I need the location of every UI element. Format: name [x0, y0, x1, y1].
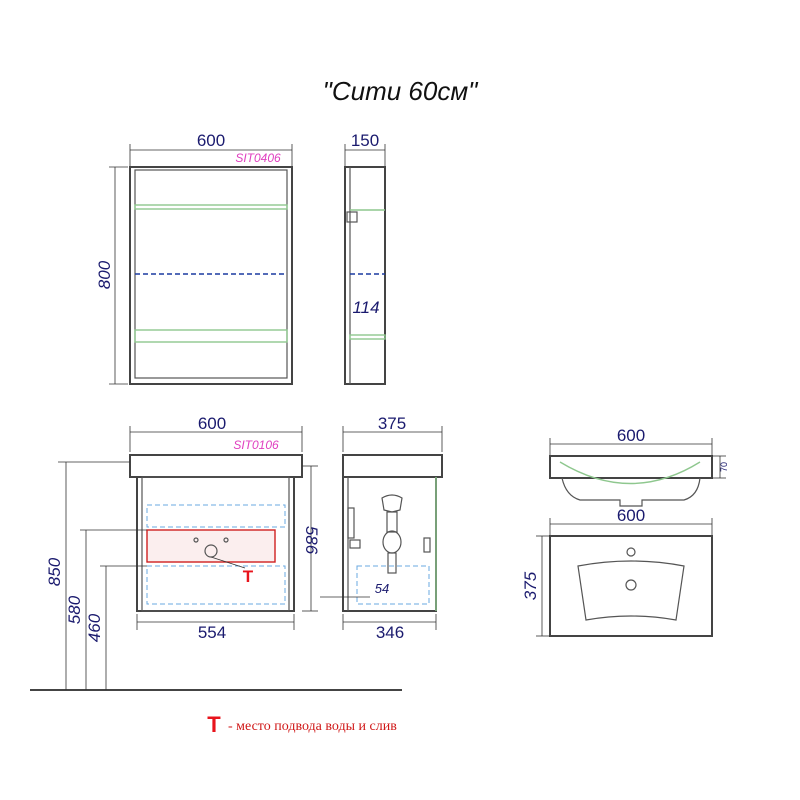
- vanity-inner-width-label: 554: [198, 623, 226, 642]
- vanity-front-view: 600 SIT0106 Т 554 586 850: [30, 414, 402, 691]
- sink-top-width-label: 600: [617, 506, 645, 525]
- drawing-title: "Сити 60см": [323, 76, 480, 106]
- sink-side-view: 600 70: [549, 426, 729, 507]
- vanity-depth-label: 375: [378, 414, 406, 433]
- vanity-body-height-label: 586: [302, 526, 321, 555]
- mirror-depth-label: 150: [351, 131, 379, 150]
- vanity-side-top: [342, 454, 443, 478]
- vanity-sink-top: [129, 454, 303, 478]
- mirror-upper-shelf: [134, 204, 288, 210]
- sink-top-depth-label: 375: [521, 571, 540, 600]
- faucet-hole: [626, 547, 636, 557]
- legend-mark: Т: [207, 712, 221, 737]
- sink-side-height-label: 70: [719, 462, 729, 472]
- mirror-width-label: 600: [197, 131, 225, 150]
- mirror-lower-shelf: [134, 329, 288, 343]
- mirror-side-body: [344, 166, 386, 385]
- mirror-cabinet-code: SIT0406: [235, 151, 281, 165]
- mirror-cabinet-front-view: 600 SIT0406 800: [95, 131, 293, 385]
- vanity-code: SIT0106: [233, 438, 279, 452]
- mirror-cabinet-body: [129, 166, 293, 385]
- mirror-height-label: 800: [95, 260, 114, 289]
- sink-side-body: [549, 455, 713, 479]
- height-460-label: 460: [85, 613, 104, 642]
- sink-basin: [577, 560, 685, 621]
- plumbing-marker: Т: [243, 567, 254, 586]
- mirror-shelf-gap-label: 114: [352, 298, 379, 317]
- sink-top-body: [549, 535, 713, 637]
- height-580-label: 580: [65, 595, 84, 624]
- sink-top-view: 600 375: [521, 506, 713, 637]
- vanity-side-view: 375 54 346: [320, 414, 443, 642]
- sink-side-width-label: 600: [617, 426, 645, 445]
- height-850-label: 850: [45, 557, 64, 586]
- vanity-upper-drawer: [146, 504, 286, 528]
- drain-hole: [625, 579, 637, 591]
- legend: Т - место подвода воды и слив: [207, 712, 397, 737]
- vanity-inner-depth-label: 346: [376, 623, 404, 642]
- pipe-offset-label: 54: [375, 581, 389, 596]
- mirror-cabinet-side-view: 150 114: [344, 131, 386, 385]
- vanity-lower-drawer: [146, 565, 286, 605]
- vanity-top-width-label: 600: [198, 414, 226, 433]
- legend-text: - место подвода воды и слив: [228, 719, 397, 734]
